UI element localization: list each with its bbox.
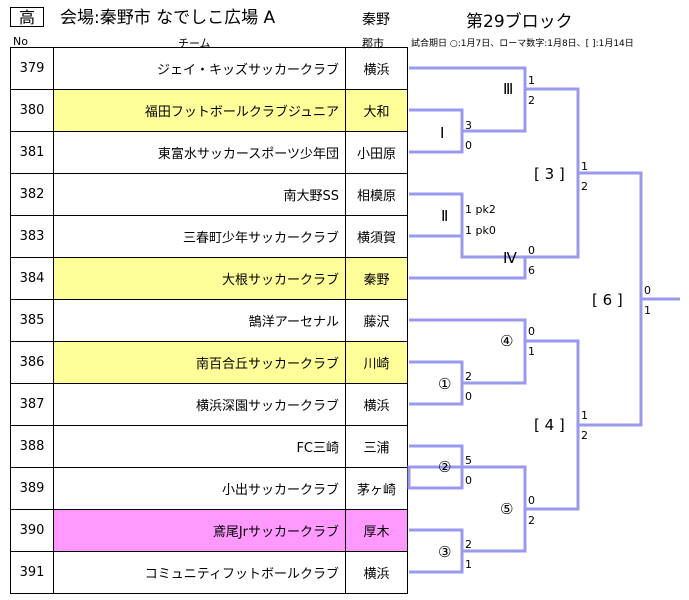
round-label-I: Ⅰ bbox=[440, 124, 444, 142]
score: 2 bbox=[465, 370, 472, 383]
team-city: 横浜 bbox=[345, 383, 408, 426]
round-label-c1: ① bbox=[438, 375, 451, 393]
team-city: 横浜 bbox=[345, 551, 408, 594]
round-label-b4: [ 4 ] bbox=[534, 416, 565, 434]
team-name: 南百合丘サッカークラブ bbox=[53, 341, 346, 384]
team-number: 390 bbox=[10, 509, 54, 552]
bracket-line-I-top bbox=[409, 108, 464, 131]
team-name: 東富水サッカースポーツ少年団 bbox=[53, 131, 346, 174]
column-header-no: No bbox=[13, 35, 28, 48]
bracket-line-c1-top bbox=[409, 360, 464, 383]
team-name: 鳶尾Jrサッカークラブ bbox=[53, 509, 346, 552]
round-label-c3: ③ bbox=[438, 543, 451, 561]
score: 1 bbox=[644, 304, 651, 317]
score: 2 bbox=[528, 94, 535, 107]
team-number: 382 bbox=[10, 173, 54, 216]
team-number: 381 bbox=[10, 131, 54, 174]
score: 1 pk0 bbox=[465, 224, 496, 237]
score: 1 bbox=[528, 345, 535, 358]
score: 0 bbox=[465, 474, 472, 487]
round-label-c5: ⑤ bbox=[500, 500, 513, 518]
schedule-note: 試合期日 ○:1月7日、ローマ数字:1月8日、[ ]:1月14日 bbox=[411, 39, 634, 49]
score: 0 bbox=[465, 390, 472, 403]
score: 0 bbox=[528, 494, 535, 507]
score: 1 bbox=[581, 409, 588, 422]
team-name: FC三崎 bbox=[53, 425, 346, 468]
score: 1 bbox=[465, 558, 472, 571]
team-name: 福田フットボールクラブジュニア bbox=[53, 89, 346, 132]
team-city: 茅ヶ崎 bbox=[345, 467, 408, 510]
score: 1 pk2 bbox=[465, 203, 496, 216]
team-city: 川崎 bbox=[345, 341, 408, 384]
team-number: 380 bbox=[10, 89, 54, 132]
score: 6 bbox=[528, 264, 535, 277]
score: 2 bbox=[581, 180, 588, 193]
column-header-team: チーム bbox=[178, 37, 211, 50]
team-city: 秦野 bbox=[345, 257, 408, 300]
score: 5 bbox=[465, 454, 472, 467]
bracket-line-c4 bbox=[409, 318, 527, 406]
bracket-line-c5 bbox=[409, 465, 527, 553]
team-number: 389 bbox=[10, 467, 54, 510]
team-name: 南大野SS bbox=[53, 173, 346, 216]
venue-city: 秦野 bbox=[362, 12, 390, 28]
score: 1 bbox=[581, 160, 588, 173]
team-city: 三浦 bbox=[345, 425, 408, 468]
round-label-c2: ② bbox=[438, 458, 451, 476]
score: 0 bbox=[644, 284, 651, 297]
team-name: 鵠洋アーセナル bbox=[53, 299, 346, 342]
score: 2 bbox=[465, 538, 472, 551]
round-label-III: Ⅲ bbox=[503, 80, 513, 98]
bracket-line-II-bot bbox=[409, 234, 464, 257]
team-number: 386 bbox=[10, 341, 54, 384]
block-title: 第29ブロック bbox=[466, 12, 573, 32]
round-label-b6: [ 6 ] bbox=[592, 291, 623, 309]
team-city: 大和 bbox=[345, 89, 408, 132]
team-number: 388 bbox=[10, 425, 54, 468]
score: 0 bbox=[528, 325, 535, 338]
team-number: 387 bbox=[10, 383, 54, 426]
team-city: 相模原 bbox=[345, 173, 408, 216]
venue-title: 会場:秦野市 なでしこ広場 A bbox=[60, 8, 276, 28]
score: 2 bbox=[528, 514, 535, 527]
score: 3 bbox=[465, 119, 472, 132]
bracket-line-IV bbox=[409, 192, 527, 280]
round-label-b3: [ 3 ] bbox=[534, 165, 565, 183]
column-header-city: 郡市 bbox=[362, 37, 384, 50]
score: 2 bbox=[581, 429, 588, 442]
team-city: 厚木 bbox=[345, 509, 408, 552]
bracket-line-c3-bot bbox=[409, 551, 464, 574]
score: 0 bbox=[528, 244, 535, 257]
bracket-line-c2 bbox=[407, 444, 464, 490]
score: 0 bbox=[465, 139, 472, 152]
bracket-line-III bbox=[409, 66, 527, 154]
team-city: 横須賀 bbox=[345, 215, 408, 258]
score: 1 bbox=[528, 74, 535, 87]
round-label-II: Ⅱ bbox=[441, 207, 448, 225]
team-number: 384 bbox=[10, 257, 54, 300]
round-label-IV: Ⅳ bbox=[503, 249, 517, 267]
category-badge: 高 bbox=[10, 7, 44, 27]
team-name: 小出サッカークラブ bbox=[53, 467, 346, 510]
round-label-c4: ④ bbox=[500, 332, 513, 350]
